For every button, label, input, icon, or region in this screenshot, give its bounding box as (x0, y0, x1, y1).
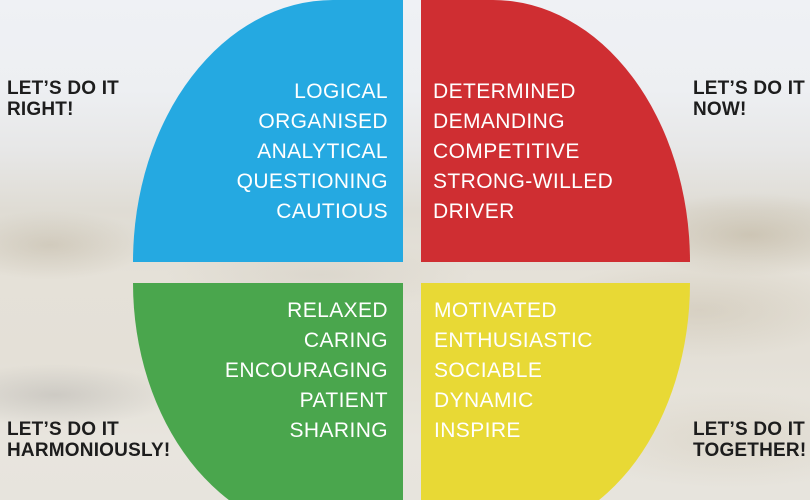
tagline-line: RIGHT! (7, 99, 74, 120)
tagline-line: LET’S DO IT (7, 419, 119, 440)
trait: CARING (303, 329, 388, 352)
tagline-top-right: LET’S DO IT NOW! (693, 78, 805, 120)
trait: DYNAMIC (434, 389, 534, 412)
trait: DETERMINED (433, 80, 576, 103)
trait: STRONG-WILLED (433, 170, 614, 193)
trait: MOTIVATED (434, 299, 557, 322)
trait: CAUTIOUS (276, 200, 388, 223)
trait: INSPIRE (434, 419, 521, 442)
trait-list-blue: LOGICAL ORGANISED ANALYTICAL QUESTIONING… (133, 0, 403, 227)
trait: DEMANDING (433, 110, 565, 133)
quadrant-green-bottom-left: RELAXED CARING ENCOURAGING PATIENT SHARI… (133, 283, 403, 500)
trait: PATIENT (299, 389, 388, 412)
trait: SHARING (289, 419, 388, 442)
trait-list-yellow: MOTIVATED ENTHUSIASTIC SOCIABLE DYNAMIC … (421, 283, 690, 446)
quadrant-yellow-bottom-right: MOTIVATED ENTHUSIASTIC SOCIABLE DYNAMIC … (421, 283, 690, 500)
trait: COMPETITIVE (433, 140, 580, 163)
tagline-top-left: LET’S DO IT RIGHT! (7, 78, 119, 120)
tagline-line: HARMONIOUSLY! (7, 440, 171, 461)
trait: QUESTIONING (236, 170, 388, 193)
tagline-line: LET’S DO IT (693, 419, 805, 440)
trait: ENTHUSIASTIC (434, 329, 593, 352)
tagline-bottom-right: LET’S DO IT TOGETHER! (693, 419, 806, 461)
quadrant-blue-top-left: LOGICAL ORGANISED ANALYTICAL QUESTIONING… (133, 0, 403, 262)
tagline-line: NOW! (693, 99, 747, 120)
tagline-line: TOGETHER! (693, 440, 807, 461)
tagline-line: LET’S DO IT (693, 78, 805, 99)
trait: ANALYTICAL (257, 140, 388, 163)
trait: ENCOURAGING (224, 359, 388, 382)
trait: RELAXED (287, 299, 388, 322)
trait-list-red: DETERMINED DEMANDING COMPETITIVE STRONG-… (421, 0, 690, 227)
quadrant-red-top-right: DETERMINED DEMANDING COMPETITIVE STRONG-… (421, 0, 690, 262)
trait: LOGICAL (294, 80, 388, 103)
tagline-bottom-left: LET’S DO IT HARMONIOUSLY! (7, 419, 170, 461)
trait: ORGANISED (258, 110, 388, 133)
tagline-line: LET’S DO IT (7, 78, 119, 99)
trait: SOCIABLE (434, 359, 543, 382)
trait-list-green: RELAXED CARING ENCOURAGING PATIENT SHARI… (133, 283, 403, 446)
trait: DRIVER (433, 200, 515, 223)
